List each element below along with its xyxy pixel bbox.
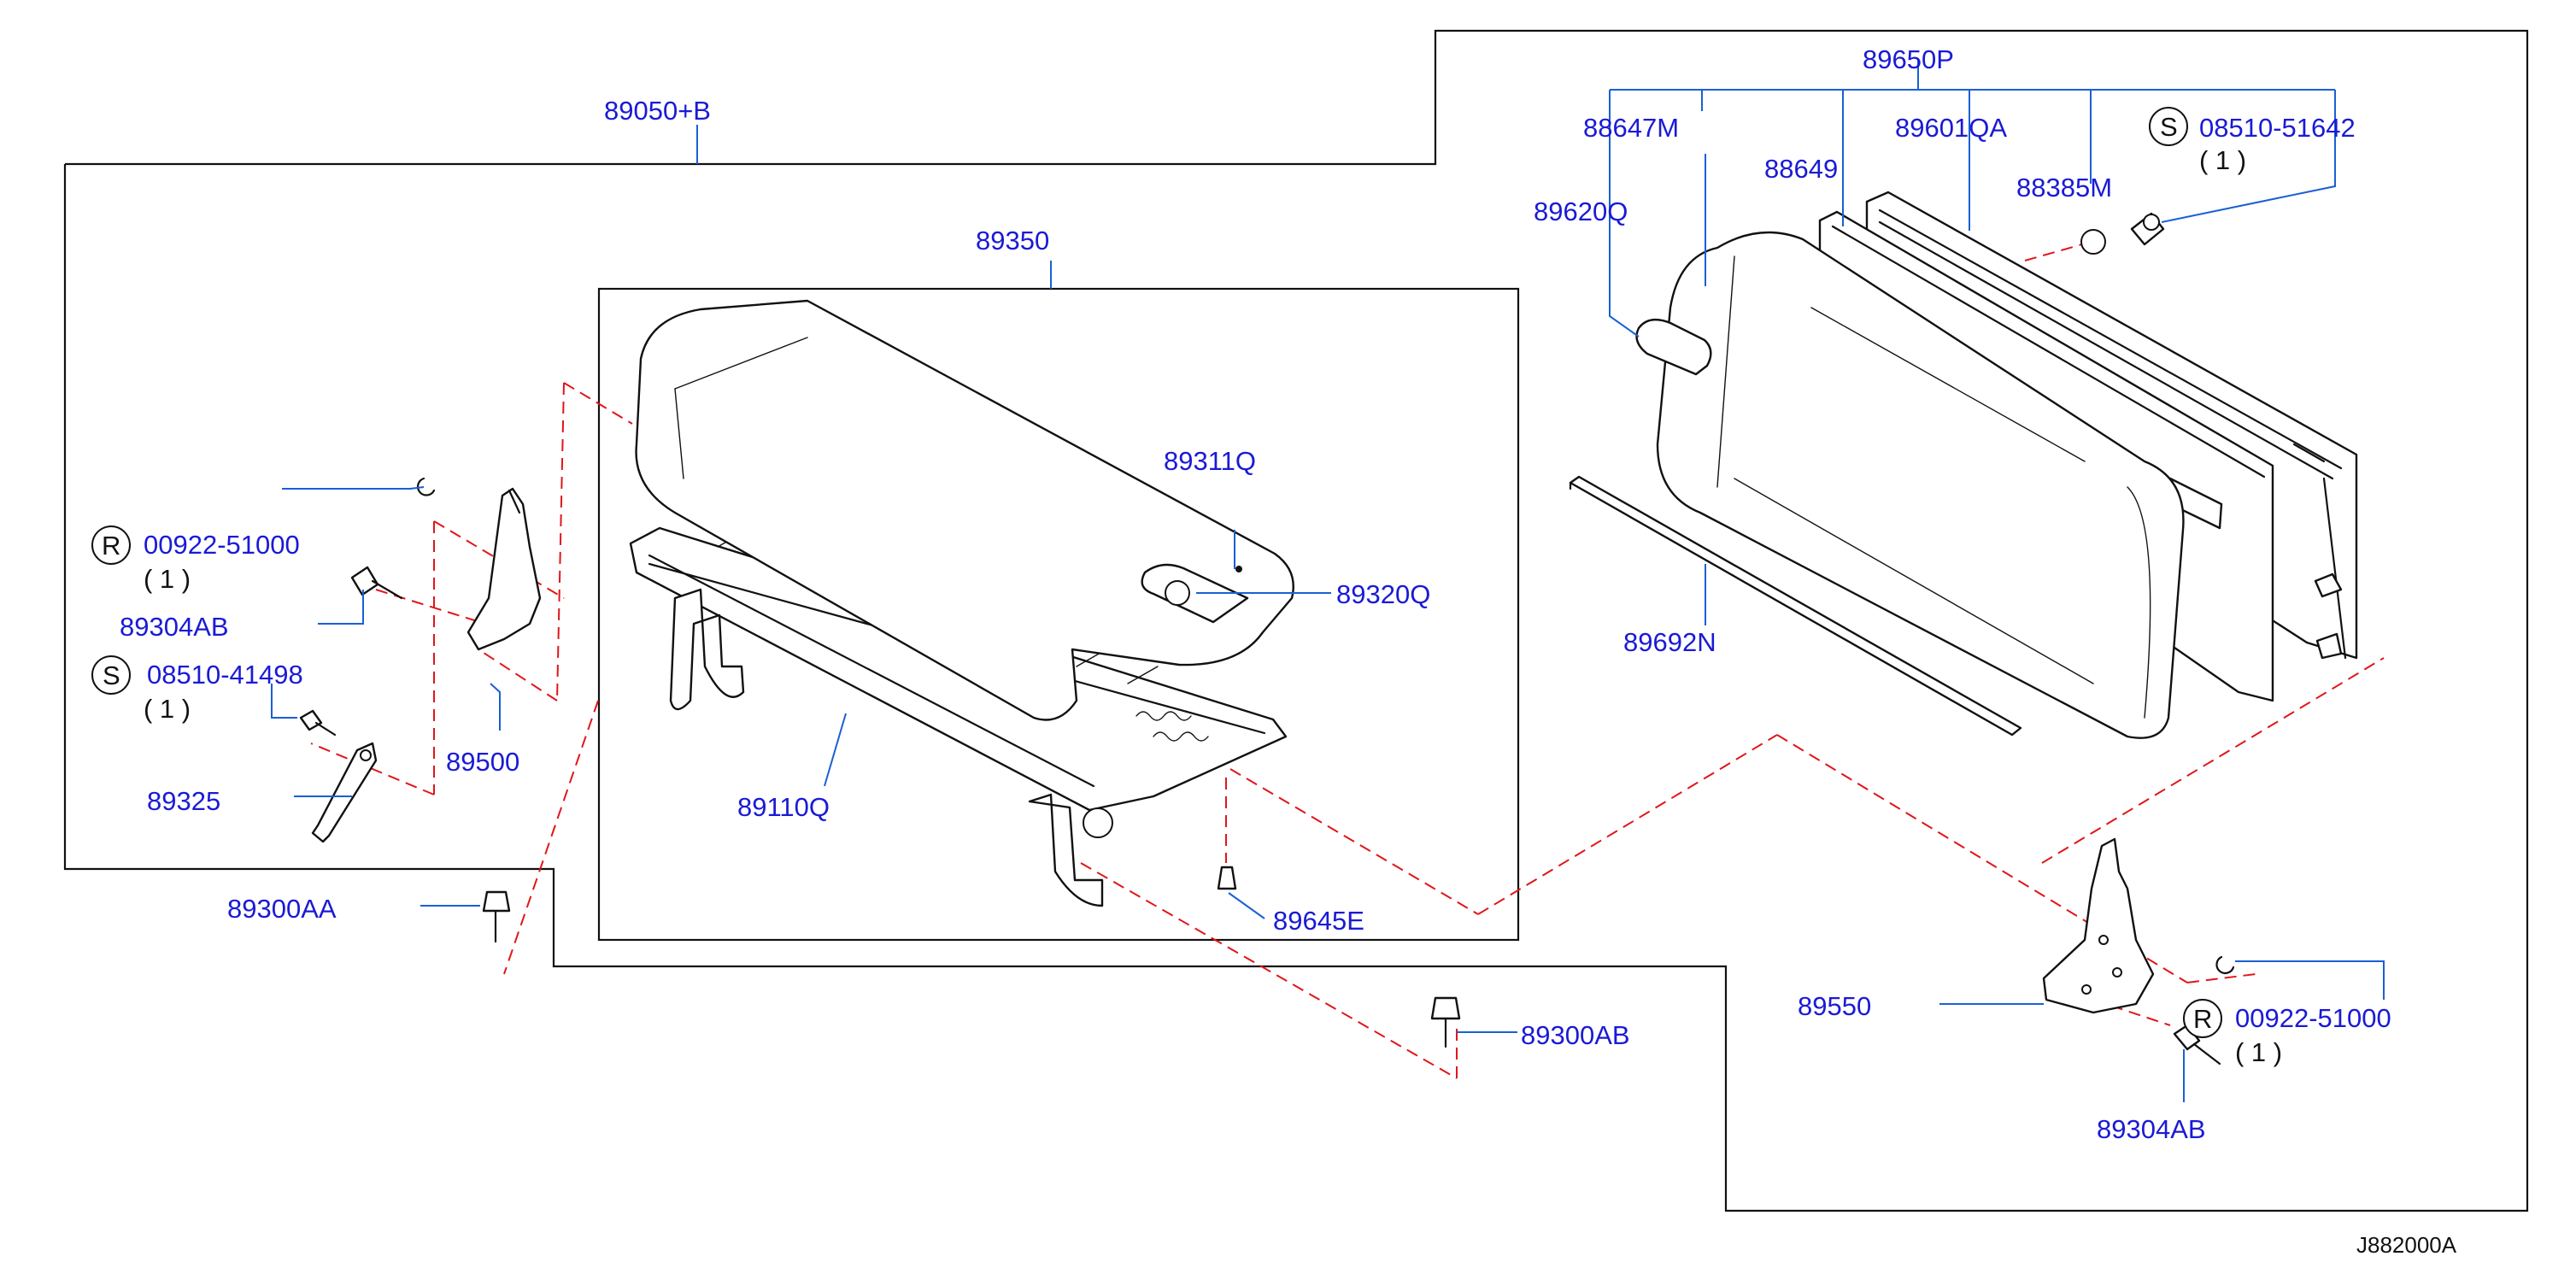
r-symbol-left-text: R bbox=[102, 531, 120, 561]
label-89050b: 89050+B bbox=[604, 96, 711, 126]
leader-lines bbox=[271, 58, 2385, 1102]
label-89692n: 89692N bbox=[1623, 627, 1716, 657]
right-hardware bbox=[2042, 837, 2235, 1065]
label-88649: 88649 bbox=[1764, 154, 1838, 184]
label-89550: 89550 bbox=[1798, 991, 1871, 1021]
label-89110q: 89110Q bbox=[737, 792, 830, 822]
label-89304ab-left: 89304AB bbox=[120, 612, 229, 642]
label-s-screw-right: 08510-51642 bbox=[2199, 113, 2356, 143]
left-hardware bbox=[299, 477, 1461, 1048]
label-r-clip-left: 00922-51000 bbox=[144, 530, 300, 560]
qty-s-screw-right: ( 1 ) bbox=[2199, 145, 2246, 175]
label-r-clip-right: 00922-51000 bbox=[2235, 1003, 2391, 1033]
label-89300ab: 89300AB bbox=[1521, 1020, 1630, 1050]
seat-cushion-assembly bbox=[629, 299, 1294, 907]
qty-r-clip-left: ( 1 ) bbox=[144, 564, 191, 594]
r-symbol-right-text: R bbox=[2193, 1004, 2212, 1034]
s-symbol-right bbox=[2149, 107, 2188, 146]
s-symbol-right-text: S bbox=[2160, 112, 2178, 142]
label-89311q: 89311Q bbox=[1164, 446, 1256, 476]
label-88647m: 88647M bbox=[1583, 113, 1679, 143]
label-88385m: 88385M bbox=[2016, 173, 2112, 203]
label-89300aa: 89300AA bbox=[227, 894, 337, 924]
label-89650p: 89650P bbox=[1863, 44, 1954, 74]
label-89500: 89500 bbox=[446, 747, 519, 777]
qty-s-screw-left: ( 1 ) bbox=[144, 694, 191, 724]
label-s-screw-left: 08510-41498 bbox=[147, 660, 303, 690]
outer-assembly-frame bbox=[63, 29, 2529, 1212]
reference-code: J882000A bbox=[2356, 1232, 2457, 1258]
label-89601qa: 89601QA bbox=[1895, 113, 2007, 143]
seat-back-assembly bbox=[1569, 191, 2358, 739]
label-89620q: 89620Q bbox=[1534, 197, 1628, 226]
label-89645e: 89645E bbox=[1273, 906, 1364, 936]
label-89320q: 89320Q bbox=[1336, 579, 1430, 609]
r-symbol-left bbox=[91, 525, 131, 565]
label-89350: 89350 bbox=[976, 226, 1049, 255]
s-symbol-left-text: S bbox=[103, 660, 120, 690]
qty-r-clip-right: ( 1 ) bbox=[2235, 1037, 2282, 1067]
s-symbol-left bbox=[91, 655, 131, 695]
label-89304ab-right: 89304AB bbox=[2097, 1114, 2206, 1144]
label-89325: 89325 bbox=[147, 786, 220, 816]
cushion-assembly-frame bbox=[597, 287, 1520, 942]
r-symbol-right bbox=[2183, 999, 2222, 1038]
